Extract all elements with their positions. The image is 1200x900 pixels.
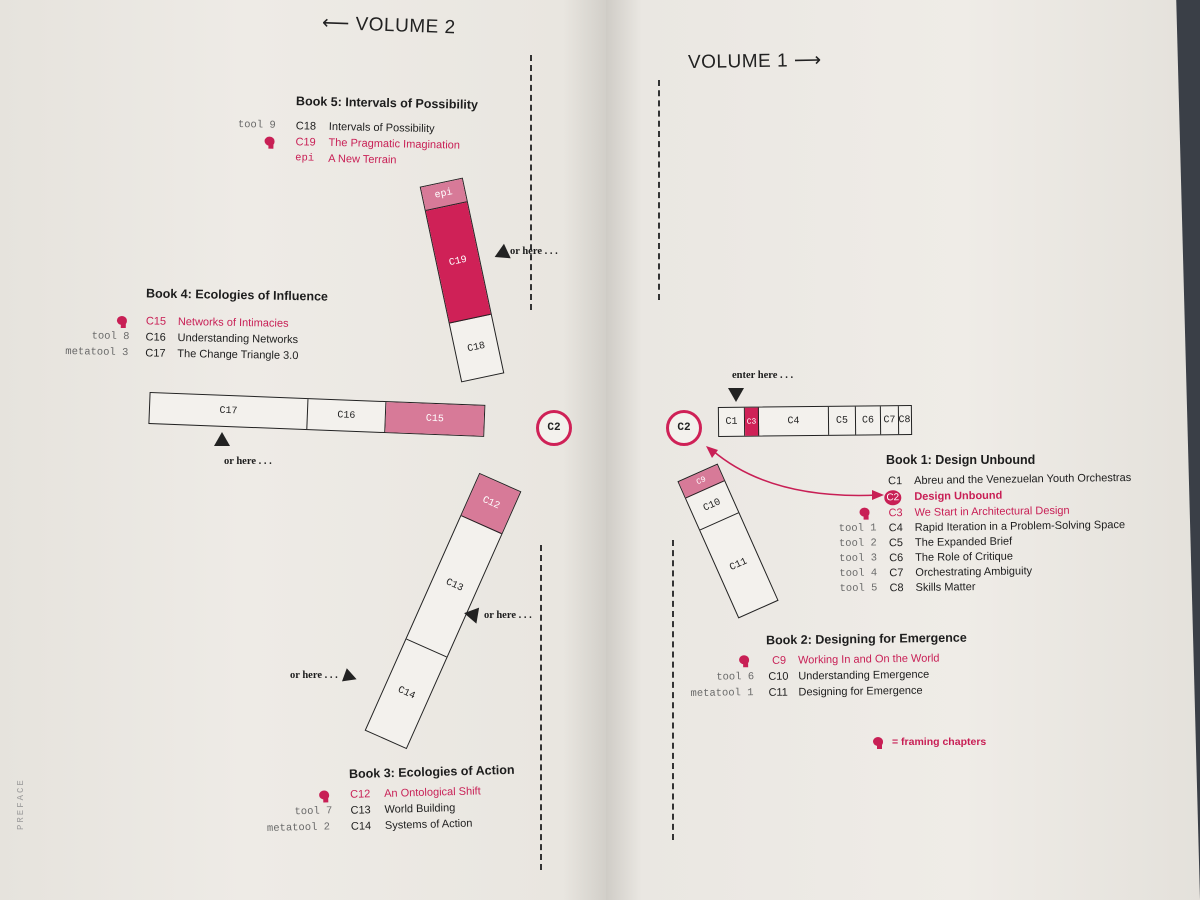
arrow-right-icon: ⟶ (787, 49, 822, 72)
framing-head-icon (318, 790, 330, 803)
book1-bar: C1 C3 C4 C5 C6 C7 C8 (717, 404, 913, 438)
hub-c2-left: C2 (536, 410, 572, 446)
note-or-here-book5: or here . . . (510, 246, 558, 257)
bar-segment: C17 (149, 393, 309, 430)
framing-head-icon (738, 655, 750, 668)
pointer-arrow-icon (214, 432, 230, 446)
divider-upper-left (530, 55, 532, 310)
bar-segment: C5 (828, 406, 857, 435)
book1-title: Book 1: Design Unbound (886, 453, 1036, 467)
note-or-here-book4: or here . . . (224, 456, 272, 467)
bar-segment: C3 (744, 407, 760, 436)
note-enter-here: enter here . . . (732, 370, 794, 381)
bar-segment: C4 (758, 406, 830, 436)
bar-segment: C8 (898, 414, 911, 426)
volume-1-heading: VOLUME 1 ⟶ (687, 49, 822, 74)
bar-segment: C15 (385, 402, 485, 436)
volume-2-heading: ⟵ VOLUME 2 (321, 12, 456, 39)
framing-head-icon (116, 315, 128, 329)
book2-title: Book 2: Designing for Emergence (765, 630, 967, 648)
note-or-here-book3: or here . . . (484, 610, 532, 621)
framing-head-icon (858, 507, 870, 520)
divider-lower-right (672, 540, 674, 840)
note-or-here-book3b: or here . . . (290, 670, 338, 681)
right-page (606, 0, 1200, 900)
bar-segment: C7 (880, 406, 900, 435)
c2-marker: C2 (884, 490, 902, 506)
pointer-arrow-icon (728, 388, 744, 402)
bar-segment: C6 (855, 406, 882, 435)
left-page (0, 0, 612, 900)
bar-segment: C1 (718, 407, 746, 437)
divider-upper-right (658, 80, 660, 300)
hub-c2-right: C2 (666, 410, 702, 446)
arrow-left-icon: ⟵ (321, 12, 356, 35)
margin-label: PREFACE (16, 778, 26, 830)
bar-segment: C16 (307, 399, 387, 433)
framing-head-icon (263, 136, 275, 149)
link-arrow (706, 446, 884, 500)
framing-head-icon (872, 737, 884, 749)
divider-lower-left (540, 545, 542, 870)
